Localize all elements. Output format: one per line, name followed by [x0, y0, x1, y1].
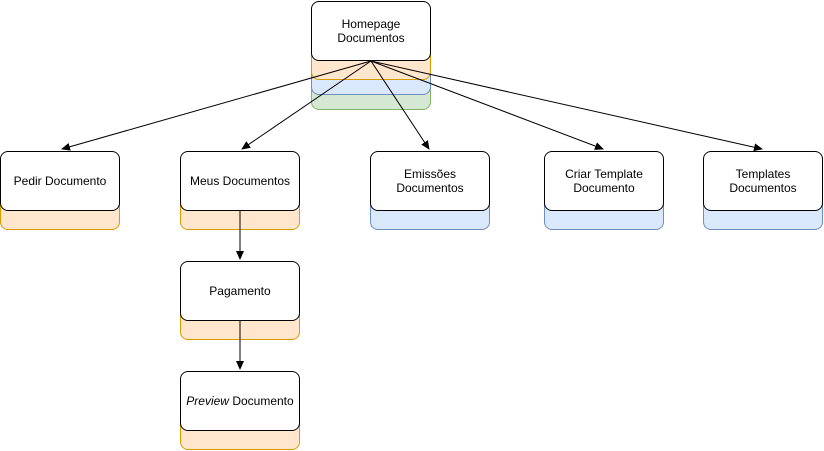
node-homepage-label: Homepage Documentos	[337, 17, 405, 45]
node-criar-template-documento: Criar Template Documento	[544, 151, 664, 211]
node-pedir-documento: Pedir Documento	[0, 151, 120, 211]
node-templates-label: Templates Documentos	[729, 167, 797, 195]
node-emissoes-label: Emissões Documentos	[396, 167, 464, 195]
node-emissoes-documentos: Emissões Documentos	[370, 151, 490, 211]
arrow-homepage-pedir	[61, 60, 372, 151]
node-pagamento-label: Pagamento	[209, 284, 271, 298]
node-pedir-label: Pedir Documento	[13, 174, 107, 188]
node-preview-italic: Preview	[186, 394, 229, 408]
node-criar-label: Criar Template Documento	[565, 167, 643, 195]
node-preview-label: Preview Documento	[186, 394, 293, 408]
node-homepage-documentos: Homepage Documentos	[311, 1, 431, 61]
node-pagamento: Pagamento	[180, 261, 300, 321]
node-meus-documentos: Meus Documentos	[180, 151, 300, 211]
node-preview-documento: Preview Documento	[180, 371, 300, 431]
arrow-homepage-emissoes	[370, 60, 430, 150]
node-preview-rest: Documento	[228, 394, 294, 408]
arrow-homepage-meus	[241, 60, 372, 150]
arrow-homepage-templates	[370, 60, 763, 152]
node-templates-documentos: Templates Documentos	[703, 151, 823, 211]
node-meus-label: Meus Documentos	[189, 174, 291, 188]
arrow-homepage-criar	[370, 60, 604, 150]
